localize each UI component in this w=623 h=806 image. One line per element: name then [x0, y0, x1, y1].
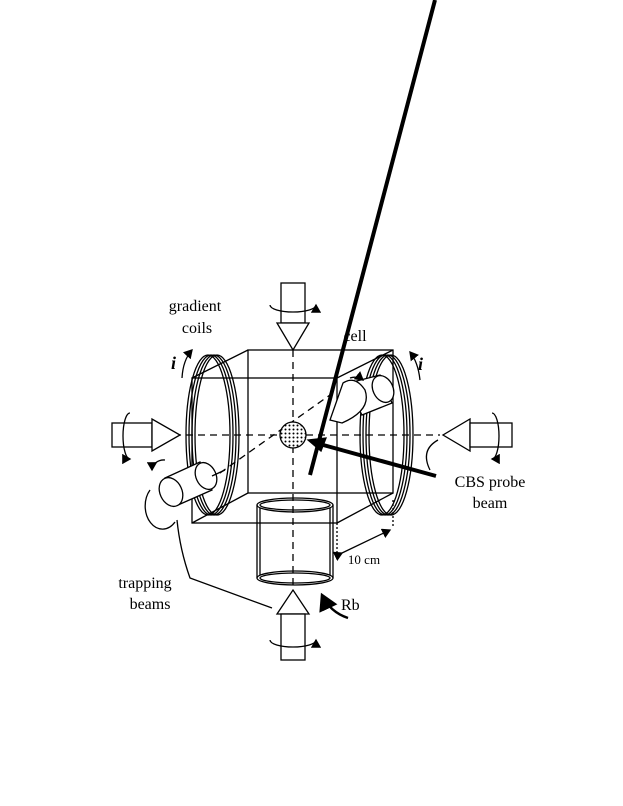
rb-label: Rb: [341, 597, 360, 614]
trapping-beams-leader: [176, 519, 273, 609]
dimension-label: 10 cm: [348, 552, 380, 567]
trapping-beams-label-2: beams: [130, 596, 171, 613]
atom-cloud: [279, 421, 307, 449]
current-arrow-left: [181, 349, 193, 379]
trapping-beam-right: [441, 412, 513, 465]
current-arrow-right: [409, 350, 421, 381]
rb-source-cylinder: [256, 497, 334, 586]
cbs-probe-label-1: CBS probe: [455, 474, 526, 491]
gradient-coil-right: [359, 354, 414, 516]
rb-arrow: [319, 592, 349, 620]
dimension-indicator: [332, 500, 394, 562]
trapping-beam-front: [144, 459, 226, 530]
trapping-beam-back: [329, 371, 395, 424]
cell-label: cell: [343, 328, 367, 345]
current-label-left: i: [171, 353, 176, 373]
cbs-probe-beam-arrow: [308, 0, 437, 476]
trapping-beam-left: [111, 412, 182, 465]
gradient-coils-label-1: gradient: [169, 298, 222, 315]
current-label-right: i: [418, 354, 423, 374]
trapping-beams-label-1: trapping: [118, 575, 171, 592]
cbs-probe-label-2: beam: [473, 495, 508, 512]
trapping-beam-top: [269, 282, 322, 352]
cbs-leader: [425, 439, 439, 471]
gradient-coil-left: [185, 354, 240, 516]
trapping-beam-bottom: [269, 588, 322, 661]
gradient-coils-label-2: coils: [182, 320, 212, 337]
